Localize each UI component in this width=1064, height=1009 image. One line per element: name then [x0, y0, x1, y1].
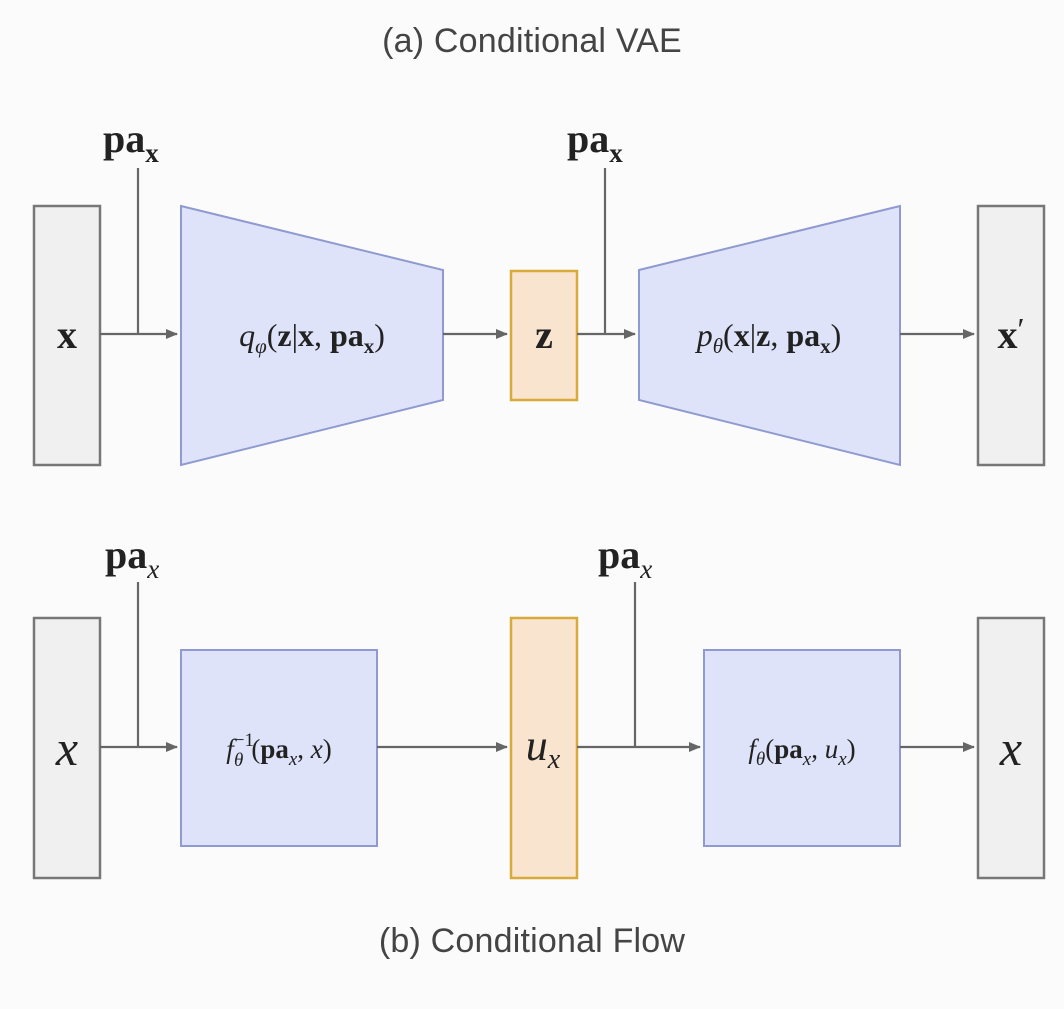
vae-decoder-box	[638, 204, 901, 467]
vae-parent-right-label: pax	[567, 116, 623, 168]
flow-input-label: x	[55, 720, 78, 776]
flow-latent-box	[509, 616, 579, 880]
flow-inverse-box	[180, 649, 378, 847]
vae-parent-left-label: pax	[103, 116, 159, 168]
flow-forward-box	[703, 649, 901, 847]
flow-input-box	[32, 616, 102, 880]
vae-diagram: x pax qφ(z|x, pax) z pax	[32, 116, 1046, 467]
flow-output-label: x	[999, 720, 1022, 776]
flow-forward-label: fθ(pax, ux)	[748, 734, 855, 770]
vae-decoder-label: pθ(x|z, pax)	[695, 317, 842, 358]
vae-latent-box	[509, 269, 579, 402]
vae-input-box	[32, 204, 102, 467]
flow-parent-left-label: pax	[105, 532, 159, 584]
flow-output-box	[976, 616, 1046, 880]
vae-output-label: x′	[998, 311, 1025, 357]
vae-output-box	[976, 204, 1046, 467]
flow-latent-label: ux	[526, 721, 561, 775]
vae-encoder-box	[180, 204, 444, 467]
caption-conditional-vae: (a) Conditional VAE	[382, 22, 682, 60]
vae-latent-label: z	[535, 312, 553, 357]
vae-encoder-label: qφ(z|x, pax)	[239, 317, 385, 358]
flow-parent-right-label: pax	[598, 532, 652, 584]
vae-input-label: x	[57, 312, 77, 357]
caption-conditional-flow: (b) Conditional Flow	[378, 922, 686, 960]
